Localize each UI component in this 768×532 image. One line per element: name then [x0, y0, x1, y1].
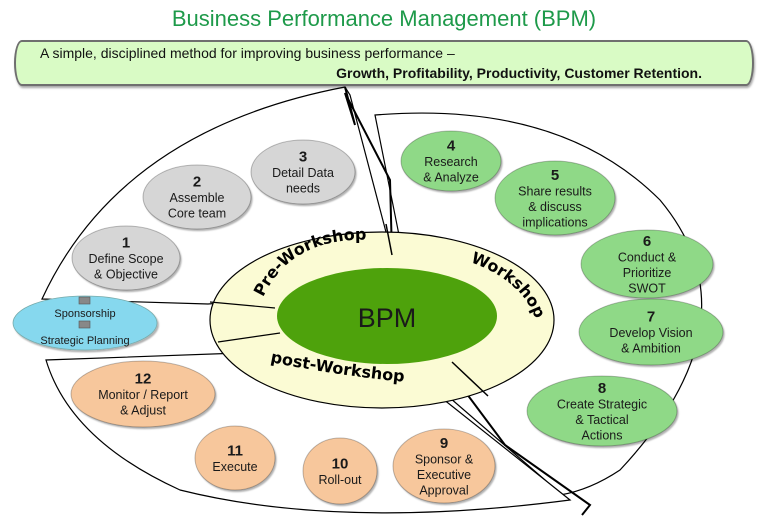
bpm-center-label: BPM: [358, 303, 417, 333]
step-label-line: & discuss: [528, 200, 582, 214]
step-label-line: Research: [424, 155, 478, 169]
step-bubble-shape: [392, 428, 496, 504]
sponsorship-bubble[interactable]: Sponsorship Strategic Planning: [12, 295, 158, 351]
step-bubble-shape: [580, 229, 714, 299]
step-bubble-shape: [400, 130, 502, 192]
step-label-line: Sponsor &: [415, 452, 474, 466]
step-bubble-shape: [494, 160, 616, 236]
description-banner: A simple, disciplined method for improvi…: [14, 40, 754, 86]
step-bubble-shape: [194, 425, 276, 491]
step-label-line: Prioritize: [623, 266, 672, 280]
step-label-line: Roll-out: [318, 473, 362, 487]
step-label-line: Assemble: [170, 191, 225, 205]
step-label-line: Executive: [417, 468, 471, 482]
step-label-line: & Adjust: [120, 404, 166, 418]
step-bubble-shape: [302, 437, 378, 505]
step-bubble-shape: [526, 375, 678, 447]
sponsorship-label: Sponsorship: [54, 308, 115, 320]
up-arrow-icon: [78, 296, 91, 305]
step-number: 9: [440, 435, 448, 452]
step-label-line: & Analyze: [423, 171, 479, 185]
step-number: 5: [551, 167, 559, 184]
step-number: 8: [598, 380, 606, 397]
step-label-line: Detail Data: [272, 166, 334, 180]
step-label-line: Approval: [419, 483, 468, 497]
callout-pointer-bottom: [451, 373, 592, 516]
step-label-line: Create Strategic: [557, 397, 647, 411]
step-label-line: Core team: [168, 207, 226, 221]
bpm-center[interactable]: [277, 268, 497, 364]
step-bubble-shape: [578, 298, 724, 366]
step-label-line: SWOT: [628, 281, 666, 295]
banner-goals: Growth, Profitability, Productivity, Cus…: [336, 65, 702, 81]
step-label-line: & Objective: [94, 268, 158, 282]
step-label-line: Monitor / Report: [98, 388, 188, 402]
step-number: 4: [447, 138, 456, 155]
step-bubble-shape: [70, 360, 216, 428]
step-label-line: & Tactical: [575, 413, 628, 427]
diagram-title: Business Performance Management (BPM): [171, 6, 597, 31]
step-label-line: implications: [522, 215, 587, 229]
step-label-line: & Ambition: [621, 342, 681, 356]
step-bubble-shape: [142, 164, 252, 230]
banner-description: A simple, disciplined method for improvi…: [40, 45, 455, 61]
step-number: 11: [227, 442, 243, 459]
up-arrow-icon: [78, 320, 91, 329]
step-number: 3: [299, 149, 307, 166]
step-number: 6: [643, 233, 651, 250]
step-label-line: Actions: [582, 428, 623, 442]
callout-pointer-top: [344, 86, 393, 256]
step-label-line: Develop Vision: [609, 326, 692, 340]
step-number: 10: [332, 455, 349, 472]
step-number: 7: [647, 309, 655, 326]
step-label-line: Conduct &: [618, 250, 677, 264]
step-bubble-shape: [250, 139, 356, 205]
step-label-line: Execute: [212, 460, 257, 474]
step-label-line: needs: [286, 182, 320, 196]
step-label-line: Define Scope: [88, 252, 163, 266]
strategic-planning-label: Strategic Planning: [40, 335, 129, 347]
step-number: 1: [122, 235, 130, 252]
step-label-line: Share results: [518, 184, 592, 198]
step-bubble-shape: [71, 225, 181, 291]
step-number: 2: [193, 174, 201, 191]
step-number: 12: [135, 371, 152, 388]
